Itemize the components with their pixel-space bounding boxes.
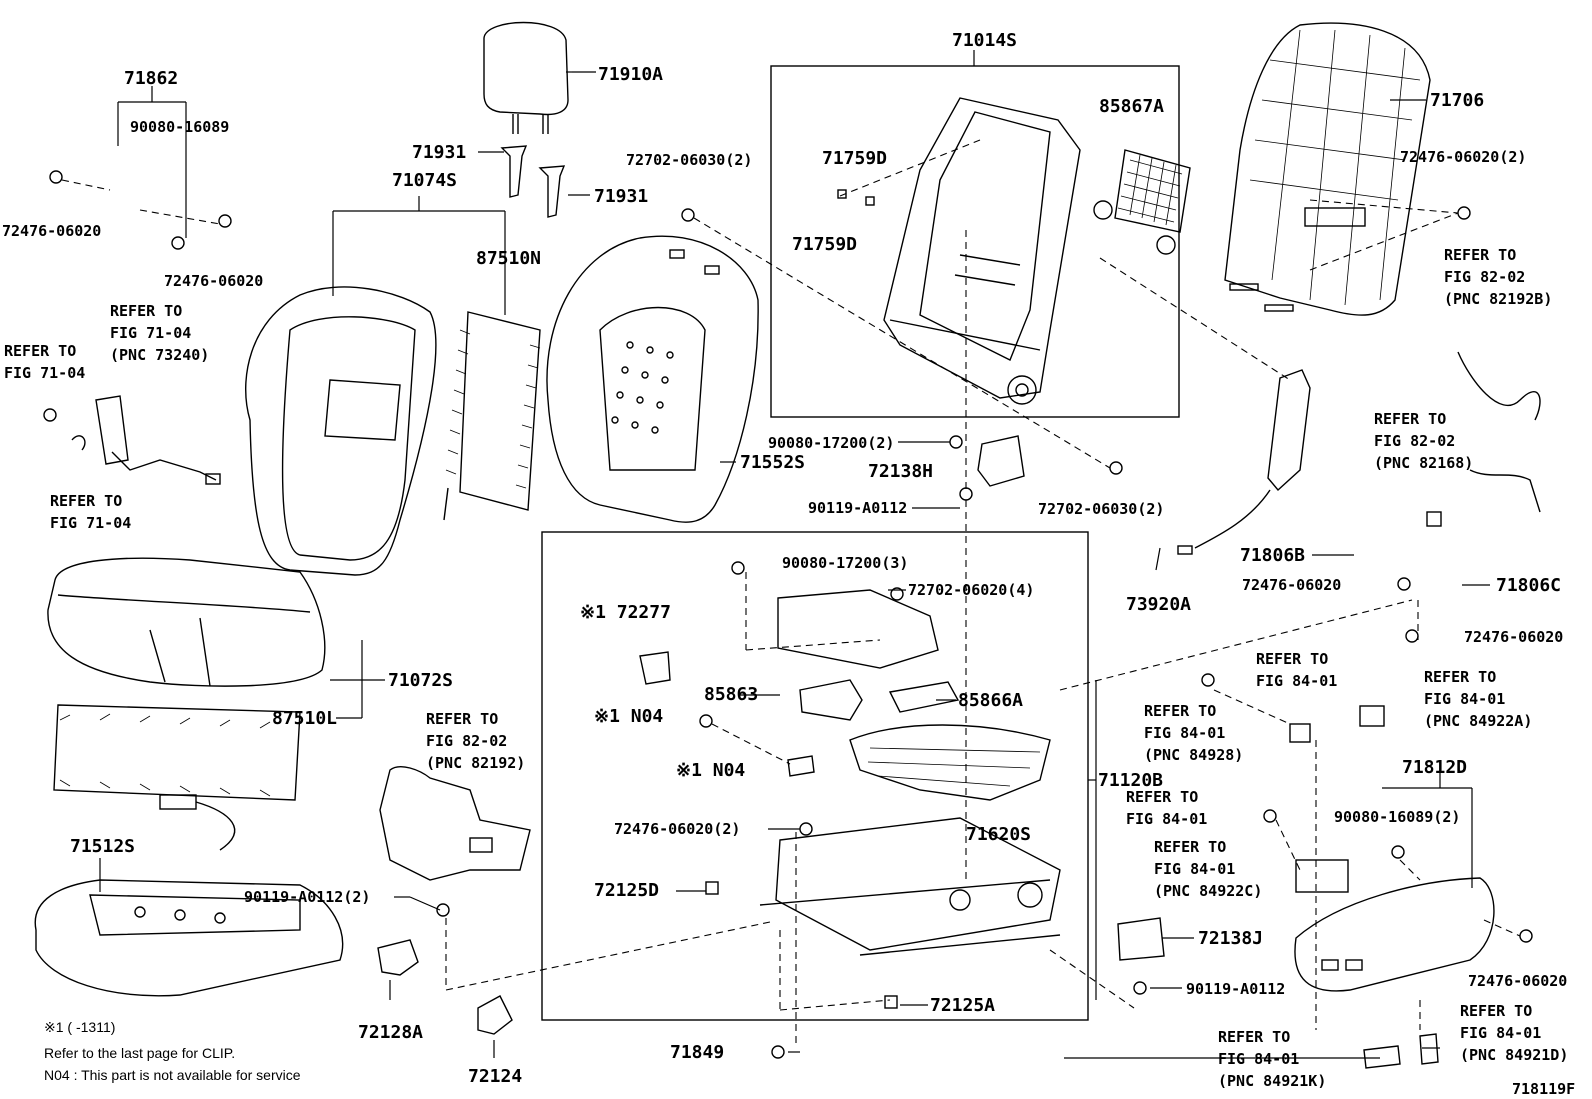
label-71620s: 71620S — [966, 824, 1031, 845]
label-90080-17200-2: 90080-17200(2) — [768, 434, 894, 452]
label-71862: 71862 — [124, 68, 178, 89]
label-71812d: 71812D — [1402, 757, 1467, 778]
label-71849: 71849 — [670, 1042, 724, 1063]
label-71120b: 71120B — [1098, 770, 1163, 791]
refer-fig-84-01-c: REFER TO FIG 84-01 (PNC 84928) — [1144, 702, 1243, 764]
label-72128a: 72128A — [358, 1022, 423, 1043]
refer-fig-82-02-a: REFER TO FIG 82-02 (PNC 82192B) — [1444, 246, 1552, 308]
clip-71759d-part — [837, 189, 875, 206]
label-87510l: 87510L — [272, 708, 337, 729]
label-71759d-a: 71759D — [822, 148, 887, 169]
refer-fig-71-04-b: REFER TO FIG 71-04 — [4, 342, 85, 382]
label-71552s: 71552S — [740, 452, 805, 473]
label-71910a: 71910A — [598, 64, 663, 85]
seat-wire-harness-part — [379, 766, 531, 881]
label-72702-06020-4: 72702-06020(4) — [908, 581, 1034, 599]
label-71074s: 71074S — [392, 170, 457, 191]
label-71072s: 71072S — [388, 670, 453, 691]
label-72476-06020-a: 72476-06020 — [2, 222, 101, 240]
label-71931-b: 71931 — [594, 186, 648, 207]
label-72125d: 72125D — [594, 880, 659, 901]
refer-fig-84-01-d: REFER TO FIG 84-01 — [1126, 788, 1207, 828]
refer-fig-84-01-a: REFER TO FIG 84-01 — [1256, 650, 1337, 690]
label-72138j: 72138J — [1198, 928, 1263, 949]
seatback-frame-part — [883, 97, 1081, 405]
label-71706: 71706 — [1430, 90, 1484, 111]
seat-adjuster-assembly-box — [541, 531, 1089, 1021]
seat-harness-right-part — [1426, 351, 1541, 527]
seat-switch-part — [1117, 705, 1439, 1069]
label-72476-06020-c: 72476-06020 — [1242, 576, 1341, 594]
label-72702-06030-2a: 72702-06030(2) — [626, 151, 752, 169]
label-72476-06020-d: 72476-06020 — [1464, 628, 1563, 646]
label-71931-a: 71931 — [412, 142, 466, 163]
refer-fig-82-02-b: REFER TO FIG 82-02 (PNC 82168) — [1374, 410, 1473, 472]
headrest-support-guide-part — [500, 145, 566, 218]
label-72476-06020-e: 72476-06020 — [1468, 972, 1567, 990]
label-90080-17200-3: 90080-17200(3) — [782, 554, 908, 572]
label-87510n: 87510N — [476, 248, 541, 269]
label-85866a: 85866A — [958, 690, 1023, 711]
label-71759d-b: 71759D — [792, 234, 857, 255]
refer-fig-82-02-c: REFER TO FIG 82-02 (PNC 82192) — [426, 710, 525, 772]
lumbar-support-part — [1093, 149, 1191, 255]
refer-fig-84-01-e: REFER TO FIG 84-01 (PNC 84922C) — [1154, 838, 1262, 900]
seat-cushion-cover-part — [47, 557, 326, 687]
seat-cushion-heater-part — [53, 704, 301, 851]
seatback-pad-part — [546, 235, 759, 523]
seatback-frame-assembly-box — [770, 65, 1180, 418]
label-73920a: 73920A — [1126, 594, 1191, 615]
label-71806c: 71806C — [1496, 575, 1561, 596]
label-71014s: 71014S — [952, 30, 1017, 51]
label-n04-a: ※1 N04 — [594, 706, 663, 727]
seatback-cover-part — [244, 286, 437, 576]
seatback-heater-part — [443, 311, 541, 521]
label-71806b: 71806B — [1240, 545, 1305, 566]
seatback-board-part — [1224, 22, 1431, 316]
label-72476-06020-2a: 72476-06020(2) — [1400, 148, 1526, 166]
refer-fig-84-01-g: REFER TO FIG 84-01 (PNC 84921D) — [1460, 1002, 1568, 1064]
label-72702-06030-2b: 72702-06030(2) — [1038, 500, 1164, 518]
clip-note: Refer to the last page for CLIP. — [44, 1045, 235, 1061]
seat-belt-buckle-part — [43, 395, 221, 485]
label-90119-a0112-b: 90119-A0112 — [1186, 980, 1285, 998]
dashed-assembly-lines — [61, 139, 1521, 1048]
headrest-part — [483, 21, 569, 134]
n04-note: N04 : This part is not available for ser… — [44, 1067, 301, 1083]
label-85867a: 85867A — [1099, 96, 1164, 117]
label-90080-16089-2: 90080-16089(2) — [1334, 808, 1460, 826]
label-72277: ※1 72277 — [580, 602, 671, 623]
label-72476-06020-2b: 72476-06020(2) — [614, 820, 740, 838]
refer-fig-71-04-a: REFER TO FIG 71-04 (PNC 73240) — [110, 302, 209, 364]
seat-adjuster-part — [639, 589, 1061, 1009]
label-n04-b: ※1 N04 — [676, 760, 745, 781]
label-85863: 85863 — [704, 684, 758, 705]
label-72125a: 72125A — [930, 995, 995, 1016]
seat-side-airbag-part — [1177, 369, 1311, 555]
bolt-screw-fasteners — [49, 170, 1533, 1059]
label-72476-06020-b: 72476-06020 — [164, 272, 263, 290]
label-72138h: 72138H — [868, 461, 933, 482]
refer-fig-71-04-c: REFER TO FIG 71-04 — [50, 492, 131, 532]
label-90080-16089: 90080-16089 — [130, 118, 229, 136]
refer-fig-84-01-b: REFER TO FIG 84-01 (PNC 84922A) — [1424, 668, 1532, 730]
label-72124: 72124 — [468, 1066, 522, 1087]
seat-side-shield-part — [1294, 877, 1495, 992]
label-71512s: 71512S — [70, 836, 135, 857]
label-90119-a0112-a: 90119-A0112 — [808, 499, 907, 517]
refer-fig-84-01-f: REFER TO FIG 84-01 (PNC 84921K) — [1218, 1028, 1326, 1090]
rail-cover-part — [377, 435, 1025, 1035]
footnote-range: ※1 ( -1311) — [44, 1019, 115, 1035]
seat-cushion-pad-part — [34, 879, 344, 997]
leader-lines — [99, 50, 1490, 1059]
label-90119-a0112-2: 90119-A0112(2) — [244, 888, 370, 906]
figure-id: 718119F — [1512, 1080, 1575, 1098]
